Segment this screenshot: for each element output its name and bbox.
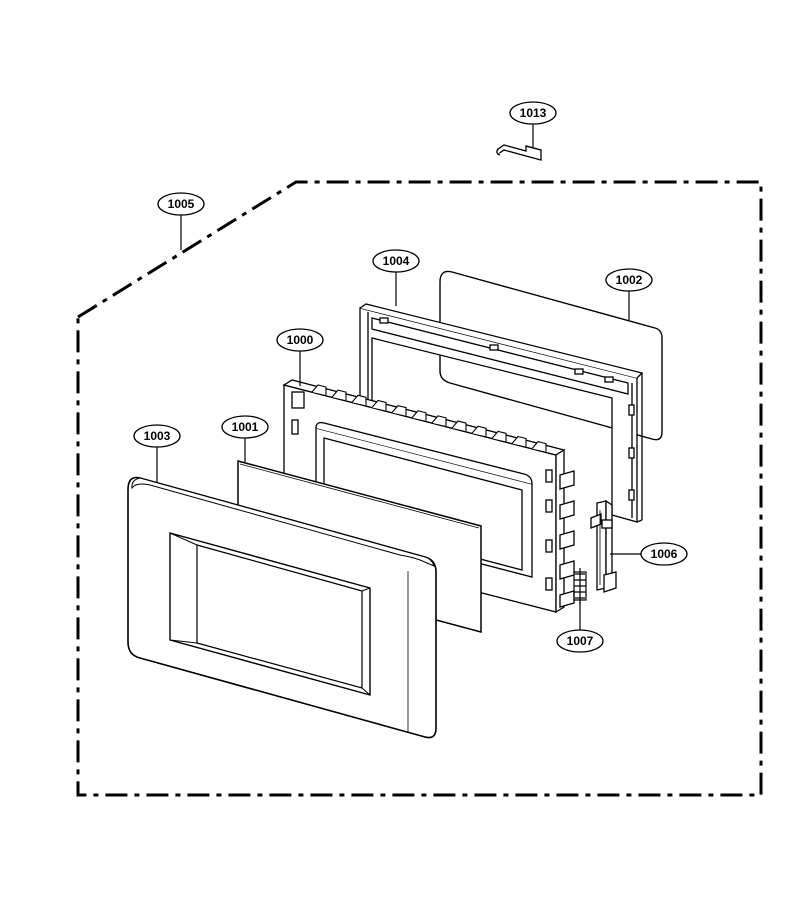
- frame-tab: [491, 430, 507, 442]
- door-back-frame: [359, 303, 644, 523]
- callout-balloon: [372, 249, 420, 273]
- callout-1007: 1007: [556, 629, 604, 653]
- callout-balloon: [509, 101, 557, 125]
- frame-tab: [411, 410, 427, 421]
- frame-tab: [451, 420, 467, 432]
- callout-balloon: [221, 415, 269, 439]
- callout-1000: 1000: [276, 328, 324, 352]
- door-frame-front: [127, 476, 437, 739]
- part-number-label: 1001: [232, 420, 259, 434]
- leader-lines: [156, 124, 641, 630]
- hook-bracket: [496, 144, 542, 161]
- callout-1002: 1002: [605, 268, 653, 292]
- frame-tab: [351, 394, 367, 406]
- frame-tab: [391, 404, 407, 416]
- callout-group: 1013 1005 1004 1002 1000 1001 1003 1006 1007: [133, 101, 688, 653]
- part-number-label: 1006: [651, 547, 678, 561]
- callout-1006: 1006: [640, 542, 688, 566]
- callout-balloon: [133, 424, 181, 448]
- inner-frame-tabs: [311, 384, 547, 452]
- assembly-boundary-line: [76, 180, 763, 797]
- part-number-label: 1013: [520, 106, 547, 120]
- latch-spring: [573, 568, 587, 605]
- callout-1004: 1004: [372, 249, 420, 273]
- part-number-label: 1003: [144, 429, 171, 443]
- part-number-label: 1005: [168, 197, 195, 211]
- callout-balloon: [605, 268, 653, 292]
- frame-tab: [371, 399, 387, 411]
- callout-1013: 1013: [509, 101, 557, 125]
- callout-balloon: [556, 629, 604, 653]
- part-number-label: 1004: [383, 254, 410, 268]
- latch-lever: [590, 499, 617, 593]
- part-number-label: 1007: [567, 634, 594, 648]
- frame-tab: [331, 389, 347, 401]
- part-number-label: 1002: [616, 273, 643, 287]
- frame-tab: [311, 384, 327, 395]
- callout-1001: 1001: [221, 415, 269, 439]
- frame-tab: [431, 415, 447, 426]
- part-number-label: 1000: [287, 333, 314, 347]
- callout-1003: 1003: [133, 424, 181, 448]
- callout-1005: 1005: [157, 192, 205, 216]
- callout-balloon: [157, 192, 205, 216]
- callout-balloon: [640, 542, 688, 566]
- frame-tab: [471, 425, 487, 437]
- frame-tab: [531, 441, 547, 452]
- frame-tab: [511, 435, 527, 447]
- callout-balloon: [276, 328, 324, 352]
